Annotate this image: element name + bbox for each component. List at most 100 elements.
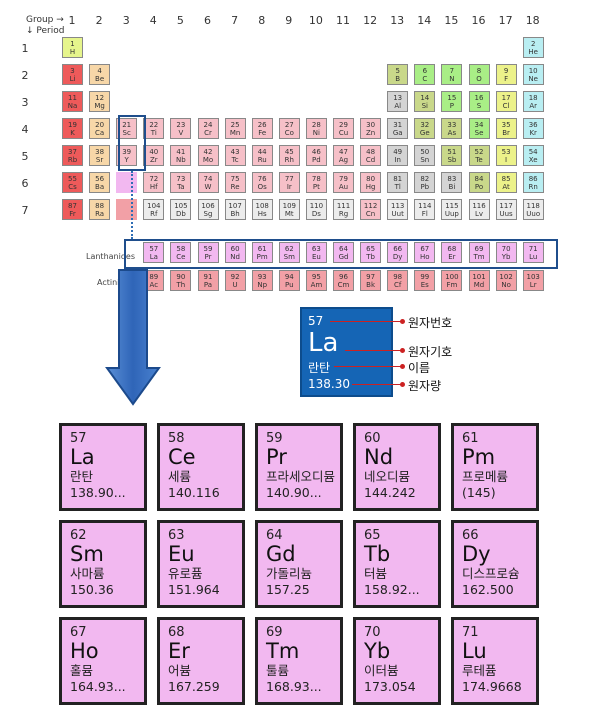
- element-cell[interactable]: 108Hs: [251, 199, 273, 220]
- element-cell[interactable]: 16S: [468, 91, 490, 112]
- element-card[interactable]: 65Tb터븀158.92...: [353, 520, 441, 608]
- element-cell[interactable]: 80Hg: [360, 172, 382, 193]
- element-cell[interactable]: 76Os: [251, 172, 273, 193]
- element-cell[interactable]: 87Fr: [62, 199, 83, 220]
- element-cell[interactable]: 56Ba: [89, 172, 111, 193]
- element-cell[interactable]: 81Tl: [387, 172, 409, 193]
- element-cell[interactable]: 105Db: [170, 199, 192, 220]
- element-cell[interactable]: 31Ga: [387, 118, 409, 139]
- actinide-cell[interactable]: 94Pu: [278, 270, 300, 291]
- element-cell[interactable]: 41Nb: [170, 145, 192, 166]
- element-cell[interactable]: 23V: [170, 118, 192, 139]
- element-cell[interactable]: 114Fl: [414, 199, 436, 220]
- element-cell[interactable]: 21Sc: [116, 118, 138, 139]
- lanthanide-cell[interactable]: 57La: [143, 242, 165, 263]
- element-cell[interactable]: 25Mn: [224, 118, 246, 139]
- actinide-cell[interactable]: 97Bk: [360, 270, 382, 291]
- element-cell[interactable]: 113Uut: [387, 199, 409, 220]
- actinide-cell[interactable]: 102No: [495, 270, 517, 291]
- element-cell[interactable]: 78Pt: [305, 172, 327, 193]
- lanthanide-cell[interactable]: 58Ce: [170, 242, 192, 263]
- element-cell[interactable]: 109Mt: [278, 199, 300, 220]
- actinide-cell[interactable]: 89Ac: [143, 270, 165, 291]
- element-cell[interactable]: 82Pb: [414, 172, 436, 193]
- element-cell[interactable]: 83Bi: [441, 172, 463, 193]
- element-cell[interactable]: 39Y: [116, 145, 138, 166]
- element-cell[interactable]: 106Sg: [197, 199, 219, 220]
- element-cell[interactable]: 46Pd: [305, 145, 327, 166]
- element-card[interactable]: 61Pm프로메륨(145): [451, 423, 539, 511]
- element-cell[interactable]: 51Sb: [441, 145, 463, 166]
- element-card[interactable]: 69Tm툴륨168.93...: [255, 617, 343, 705]
- element-card[interactable]: 58Ce세륨140.116: [157, 423, 245, 511]
- lanthanide-cell[interactable]: 64Gd: [333, 242, 354, 263]
- element-cell[interactable]: 42Mo: [197, 145, 219, 166]
- element-card[interactable]: 70Yb이터븀173.054: [353, 617, 441, 705]
- element-cell[interactable]: 34Se: [468, 118, 490, 139]
- lanthanide-cell[interactable]: 60Nd: [224, 242, 246, 263]
- element-cell[interactable]: 111Rg: [333, 199, 354, 220]
- element-cell[interactable]: 2He: [522, 37, 544, 58]
- element-cell[interactable]: 107Bh: [224, 199, 246, 220]
- element-cell[interactable]: 43Tc: [224, 145, 246, 166]
- element-cell[interactable]: 7N: [441, 64, 463, 85]
- element-cell[interactable]: 88Ra: [89, 199, 111, 220]
- element-card[interactable]: 63Eu유로퓸151.964: [157, 520, 245, 608]
- element-card[interactable]: 62Sm사마륨150.36: [59, 520, 147, 608]
- element-cell[interactable]: 50Sn: [414, 145, 436, 166]
- element-cell[interactable]: 35Br: [495, 118, 517, 139]
- element-cell[interactable]: 18Ar: [522, 91, 544, 112]
- element-cell[interactable]: 84Po: [468, 172, 490, 193]
- lanthanide-cell[interactable]: 65Tb: [360, 242, 382, 263]
- element-cell[interactable]: 32Ge: [414, 118, 436, 139]
- actinide-cell[interactable]: 96Cm: [333, 270, 354, 291]
- actinide-cell[interactable]: 93Np: [251, 270, 273, 291]
- element-card[interactable]: 68Er어븀167.259: [157, 617, 245, 705]
- element-cell[interactable]: 45Rh: [278, 145, 300, 166]
- element-cell[interactable]: 4Be: [89, 64, 111, 85]
- element-cell[interactable]: 28Ni: [305, 118, 327, 139]
- actinide-cell[interactable]: 90Th: [170, 270, 192, 291]
- element-cell[interactable]: 75Re: [224, 172, 246, 193]
- element-cell[interactable]: 44Ru: [251, 145, 273, 166]
- lanthanide-cell[interactable]: 71Lu: [522, 242, 544, 263]
- actinide-cell[interactable]: 95Am: [305, 270, 327, 291]
- lanthanide-cell[interactable]: 68Er: [441, 242, 463, 263]
- lanthanide-cell[interactable]: 69Tm: [468, 242, 490, 263]
- lanthanide-cell[interactable]: 67Ho: [414, 242, 436, 263]
- element-cell[interactable]: 52Te: [468, 145, 490, 166]
- element-cell[interactable]: 29Cu: [333, 118, 354, 139]
- element-cell[interactable]: 3Li: [62, 64, 83, 85]
- element-cell[interactable]: 86Rn: [522, 172, 544, 193]
- element-cell[interactable]: 54Xe: [522, 145, 544, 166]
- element-cell[interactable]: 36Kr: [522, 118, 544, 139]
- element-cell[interactable]: 48Cd: [360, 145, 382, 166]
- element-cell[interactable]: 79Au: [333, 172, 354, 193]
- element-cell[interactable]: 10Ne: [522, 64, 544, 85]
- element-cell[interactable]: 115Uup: [441, 199, 463, 220]
- element-cell[interactable]: 117Uus: [495, 199, 517, 220]
- element-cell[interactable]: 33As: [441, 118, 463, 139]
- element-card[interactable]: 71Lu루테퓸174.9668: [451, 617, 539, 705]
- element-cell[interactable]: 27Co: [278, 118, 300, 139]
- element-cell[interactable]: 47Ag: [333, 145, 354, 166]
- actinide-cell[interactable]: 100Fm: [441, 270, 463, 291]
- element-cell[interactable]: 20Ca: [89, 118, 111, 139]
- element-cell[interactable]: 53I: [495, 145, 517, 166]
- element-card[interactable]: 59Pr프라세오디뮴140.90...: [255, 423, 343, 511]
- element-cell[interactable]: 38Sr: [89, 145, 111, 166]
- actinide-cell[interactable]: 92U: [224, 270, 246, 291]
- element-cell[interactable]: 19K: [62, 118, 83, 139]
- element-card[interactable]: 66Dy디스프로슘162.500: [451, 520, 539, 608]
- lanthanide-cell[interactable]: 66Dy: [387, 242, 409, 263]
- element-cell[interactable]: 13Al: [387, 91, 409, 112]
- element-cell[interactable]: 30Zn: [360, 118, 382, 139]
- element-cell[interactable]: 9F: [495, 64, 517, 85]
- element-cell[interactable]: 40Zr: [143, 145, 165, 166]
- element-cell[interactable]: 85At: [495, 172, 517, 193]
- element-cell[interactable]: 6C: [414, 64, 436, 85]
- element-cell[interactable]: 24Cr: [197, 118, 219, 139]
- element-cell[interactable]: 12Mg: [89, 91, 111, 112]
- element-cell[interactable]: 17Cl: [495, 91, 517, 112]
- element-card[interactable]: 67Ho홀뮴164.93...: [59, 617, 147, 705]
